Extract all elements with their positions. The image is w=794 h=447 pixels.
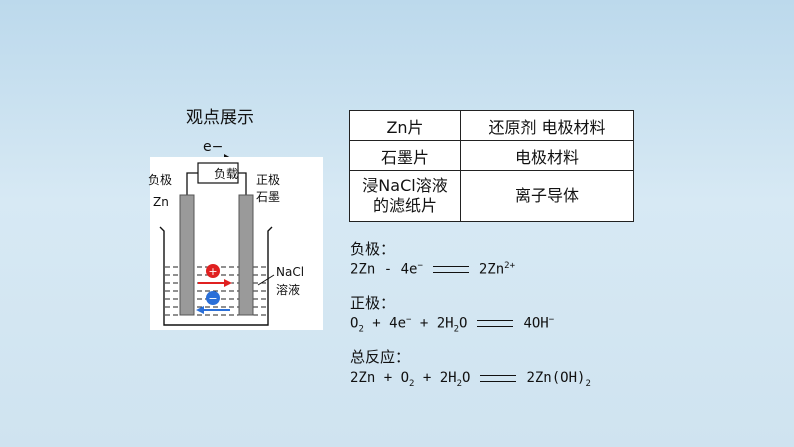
cell-diagram: + − 负载 负极 Zn 正极 石墨 NaCl 溶液 — [148, 157, 323, 330]
table-cell-line2: 的滤纸片 — [372, 196, 437, 215]
positive-label: 正极 — [256, 173, 281, 187]
solution-label-1: NaCl — [276, 265, 305, 279]
table-cell: 浸NaCl溶液的滤纸片 — [349, 170, 461, 222]
table-row: 石墨片 电极材料 — [349, 140, 634, 171]
anion-arrow — [196, 306, 204, 314]
positive-material: 石墨 — [256, 190, 281, 204]
table-cell: 还原剂 电极材料 — [460, 110, 634, 141]
negative-label: 负极 — [148, 173, 173, 187]
negative-electrode-title: 负极： — [350, 240, 396, 258]
negative-material: Zn — [153, 195, 169, 209]
anion — [206, 291, 220, 305]
table-row: Zn片 还原剂 电极材料 — [349, 110, 634, 141]
total-reaction-title: 总反应： — [350, 348, 411, 366]
table-cell: 石墨片 — [349, 140, 461, 171]
load-box — [197, 162, 239, 184]
slide-title: 观点展示 — [186, 108, 254, 128]
positive-electrode-title: 正极： — [350, 294, 396, 312]
negative-electrode-equation: 2Zn - 4e−2Zn2+ — [350, 261, 515, 278]
beaker — [159, 226, 273, 326]
cation-sign: + — [208, 265, 217, 278]
zn-electrode — [179, 194, 195, 316]
cation — [206, 264, 220, 278]
anion-sign: − — [208, 292, 217, 305]
solution-label-2: 溶液 — [276, 283, 301, 297]
table-row: 浸NaCl溶液的滤纸片 离子导体 — [349, 170, 634, 222]
load-label: 负载 — [214, 167, 239, 181]
table-cell-line1: 浸NaCl溶液 — [362, 176, 448, 195]
graphite-electrode — [238, 194, 254, 316]
electron-label: e− — [203, 139, 224, 155]
equals-sign — [477, 320, 514, 328]
electrode-table: Zn片 还原剂 电极材料 石墨片 电极材料 浸NaCl溶液的滤纸片 离子导体 — [349, 110, 634, 222]
equals-sign — [432, 266, 469, 274]
table-cell: Zn片 — [349, 110, 461, 141]
table-cell: 离子导体 — [460, 170, 634, 222]
equals-sign — [480, 374, 517, 382]
cell-diagram-svg: + − — [159, 162, 275, 326]
table-cell: 电极材料 — [460, 140, 634, 171]
cation-arrow — [224, 279, 232, 287]
